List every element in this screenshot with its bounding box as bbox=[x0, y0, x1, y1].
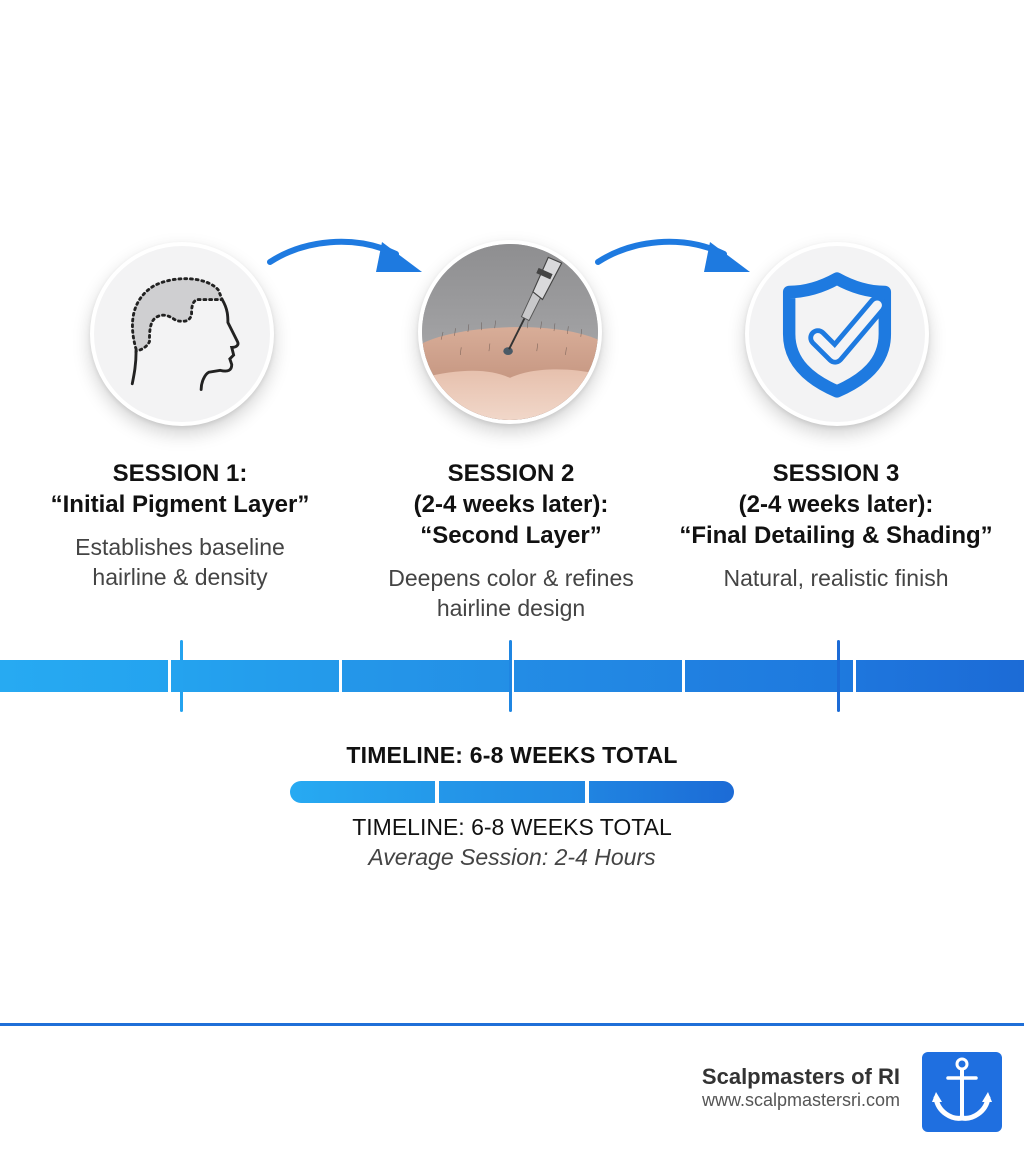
timeline-segment bbox=[342, 660, 511, 692]
average-session-duration: Average Session: 2-4 Hours bbox=[368, 844, 656, 870]
session-3-icon-circle bbox=[745, 242, 929, 426]
head-profile-hairline-icon bbox=[130, 277, 240, 391]
timeline-title: TIMELINE: 6-8 WEEKS TOTAL bbox=[346, 742, 678, 768]
session-1-block: SESSION 1: “Initial Pigment Layer” Estab… bbox=[10, 458, 350, 592]
session-3-description: Natural, realistic finish bbox=[723, 565, 949, 591]
brand-logo bbox=[922, 1052, 1002, 1132]
session-2-title: SESSION 2 (2-4 weeks later): “Second Lay… bbox=[413, 460, 609, 549]
footer-divider bbox=[0, 1023, 1024, 1026]
session-1-icon-circle bbox=[90, 242, 274, 426]
timeline-summary-pill bbox=[290, 781, 734, 803]
brand-url[interactable]: www.scalpmastersri.com bbox=[701, 1090, 900, 1110]
session-2-block: SESSION 2 (2-4 weeks later): “Second Lay… bbox=[341, 458, 681, 623]
timeline-marker-session-1 bbox=[180, 640, 183, 712]
timeline-segment bbox=[855, 660, 1024, 692]
arrow-right-icon bbox=[595, 238, 750, 272]
timeline-segment bbox=[513, 660, 682, 692]
timeline-subtitle: TIMELINE: 6-8 WEEKS TOTAL bbox=[352, 814, 672, 840]
timeline-bar bbox=[0, 660, 1024, 692]
session-1-description: Establishes baseline hairline & density bbox=[75, 534, 285, 590]
timeline-segment bbox=[171, 660, 340, 692]
session-2-description: Deepens color & refines hairline design bbox=[388, 565, 634, 621]
session-3-title: SESSION 3 (2-4 weeks later): “Final Deta… bbox=[679, 460, 993, 549]
timeline-marker-session-2 bbox=[509, 640, 512, 712]
timeline-segment bbox=[684, 660, 853, 692]
session-1-title: SESSION 1: “Initial Pigment Layer” bbox=[50, 460, 310, 518]
session-3-block: SESSION 3 (2-4 weeks later): “Final Deta… bbox=[666, 458, 1006, 593]
timeline-segment bbox=[0, 660, 169, 692]
arrow-right-icon bbox=[267, 238, 422, 272]
anchor-icon bbox=[932, 1057, 992, 1121]
timeline-marker-session-3 bbox=[837, 640, 840, 712]
session-2-icon-circle bbox=[418, 240, 602, 424]
shield-check-icon bbox=[782, 272, 892, 398]
needle-scalp-icon bbox=[422, 244, 598, 420]
brand-name: Scalpmasters of RI bbox=[701, 1064, 900, 1089]
